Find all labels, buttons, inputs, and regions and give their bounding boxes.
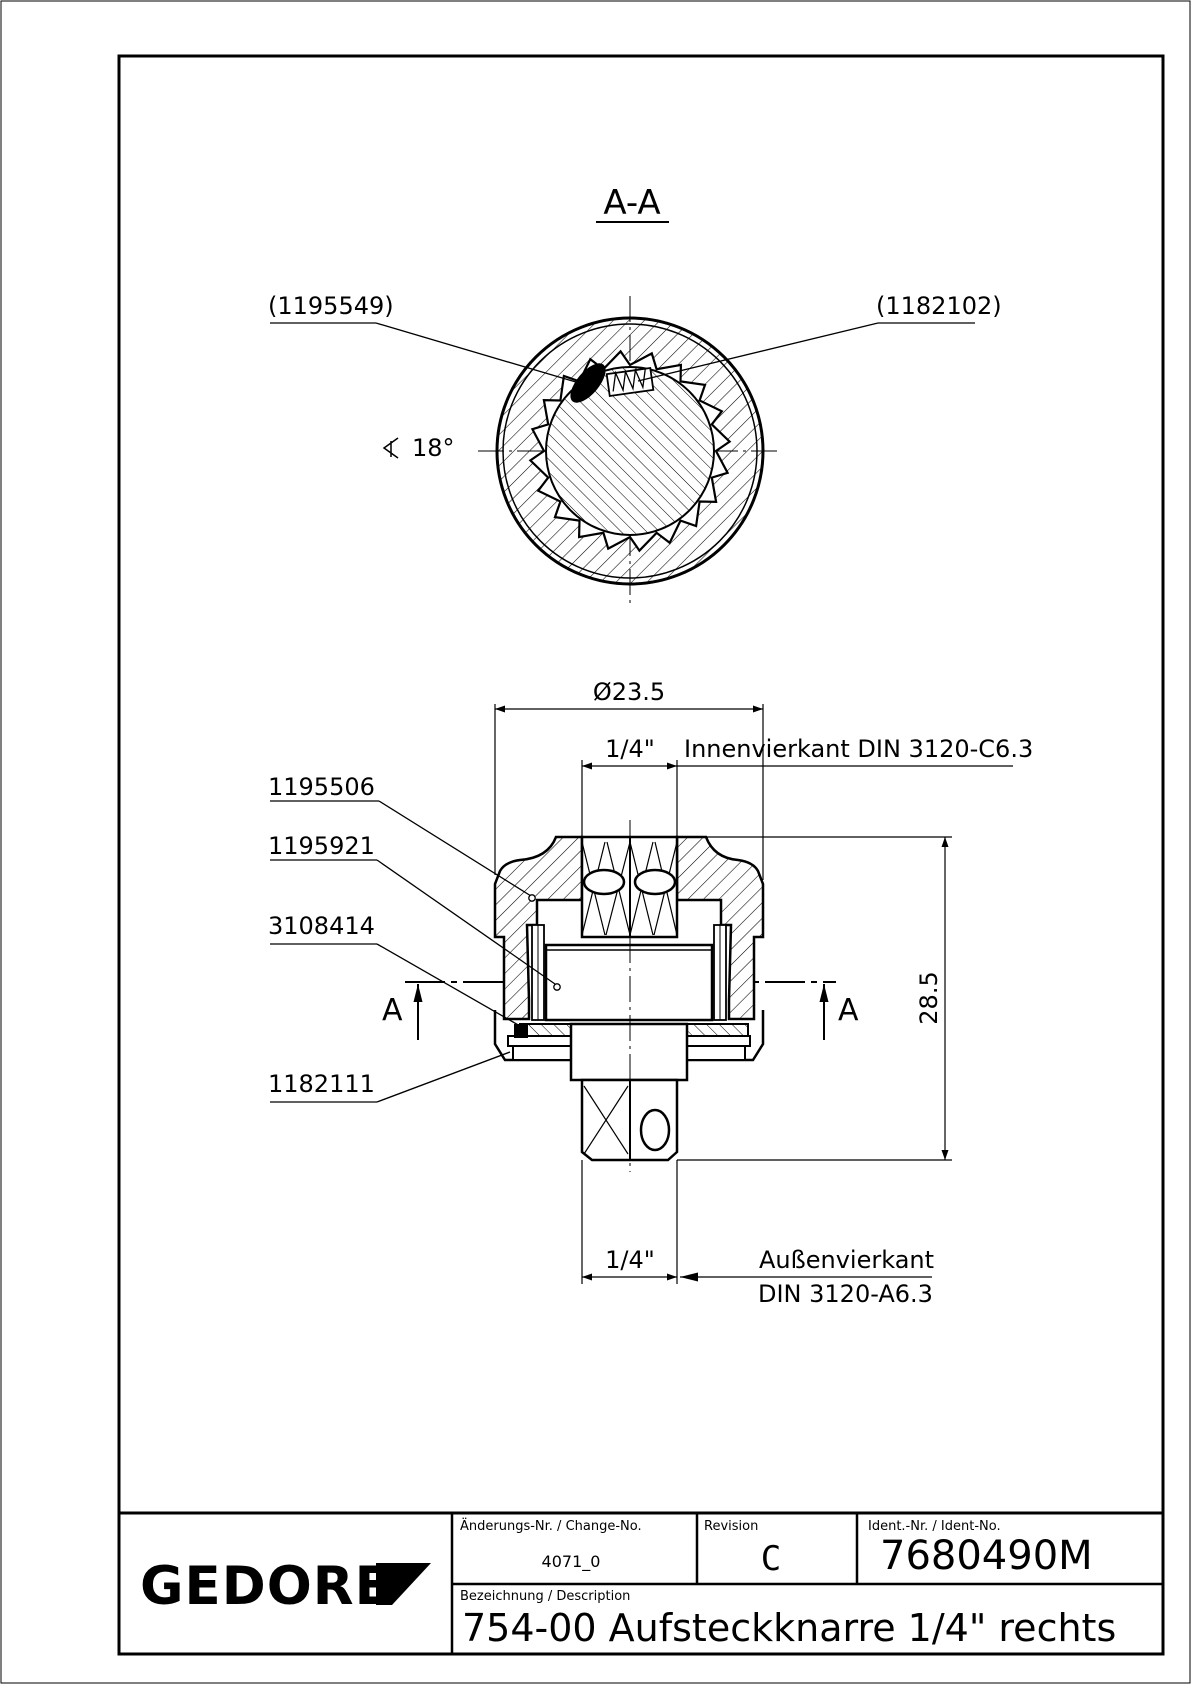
dimension-height <box>677 836 952 1161</box>
outer-square-label-1: Außenvierkant <box>759 1246 934 1274</box>
dim-diameter-label: Ø23.5 <box>593 678 665 706</box>
callout-1182102: (1182102) <box>876 292 1002 320</box>
section-markers <box>405 981 836 1040</box>
dimension-top-square <box>581 760 1013 837</box>
description-label: Bezeichnung / Description <box>460 1589 630 1604</box>
change-no-label: Änderungs-Nr. / Change-No. <box>460 1518 642 1534</box>
dimension-bottom-square <box>581 1160 932 1284</box>
callout-1182111: 1182111 <box>268 1070 375 1098</box>
title-block <box>119 1511 1163 1654</box>
inner-square-label: Innenvierkant DIN 3120-C6.3 <box>684 735 1033 763</box>
gear-section <box>545 366 715 536</box>
callout-1195921: 1195921 <box>268 832 375 860</box>
drawing-frame <box>117 54 1165 1656</box>
callout-3108414: 3108414 <box>268 912 375 940</box>
change-no-value: 4071_0 <box>542 1552 601 1572</box>
dim-bottom-square-label: 1/4" <box>605 1246 655 1274</box>
callout-1195549: (1195549) <box>268 292 394 320</box>
ratchet-body <box>493 820 765 1172</box>
section-marker-right: A <box>838 993 859 1028</box>
dimension-diameter <box>494 704 764 880</box>
section-title: A-A <box>603 183 660 223</box>
ident-no-value: 7680490M <box>880 1533 1093 1579</box>
angle-label: 18° <box>412 434 455 462</box>
revision-label: Revision <box>704 1519 758 1534</box>
section-marker-left: A <box>382 993 403 1028</box>
description-value: 754-00 Aufsteckknarre 1/4" rechts <box>462 1606 1116 1650</box>
gedore-logo: GEDORE <box>140 1556 392 1617</box>
section-view <box>270 296 975 604</box>
callout-1195506: 1195506 <box>268 773 375 801</box>
dim-height-label: 28.5 <box>915 971 943 1024</box>
revision-value: C <box>761 1539 781 1579</box>
outer-square-label-2: DIN 3120-A6.3 <box>758 1280 933 1308</box>
ident-no-label: Ident.-Nr. / Ident-No. <box>868 1519 1001 1534</box>
dim-top-square-label: 1/4" <box>605 735 655 763</box>
callout-leaders <box>270 800 561 1103</box>
gedore-logo-mark <box>376 1563 431 1605</box>
pawl <box>570 363 606 403</box>
